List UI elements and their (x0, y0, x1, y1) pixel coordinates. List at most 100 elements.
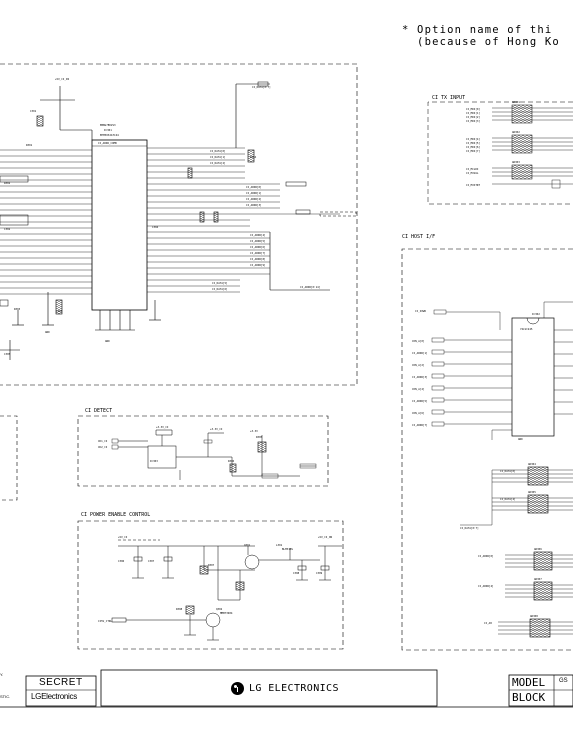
svg-text:CI_DATA[5]: CI_DATA[5] (212, 281, 228, 285)
svg-text:C302: C302 (4, 227, 11, 231)
title-left-fragment-2: STIC. (0, 694, 11, 699)
svg-text:CI_DATA[0:7]: CI_DATA[0:7] (252, 85, 271, 89)
svg-text:CI_ADDR[1]: CI_ADDR[1] (412, 351, 428, 355)
svg-text:CI_MDI[4]: CI_MDI[4] (466, 137, 480, 141)
svg-text:CI_ADDR[3]: CI_ADDR[3] (412, 375, 428, 379)
svg-text:R301: R301 (26, 143, 33, 147)
svg-text:AR306: AR306 (534, 547, 542, 551)
svg-text:EBBG7ED2S3: EBBG7ED2S3 (100, 123, 116, 127)
svg-text:R308: R308 (176, 607, 183, 611)
svg-text:C309: C309 (316, 571, 323, 575)
svg-text:+5V_CI_ON: +5V_CI_ON (318, 535, 332, 539)
svg-text:Q302: Q302 (216, 607, 223, 611)
lg-electronics-small: LGElectronics (31, 692, 77, 701)
svg-text:R304: R304 (250, 155, 257, 159)
title-left-fragment-1: Y. (0, 672, 4, 677)
ci-power-enable-block (77, 520, 344, 650)
model-value: GS (559, 678, 568, 684)
svg-text:GND: GND (105, 339, 110, 343)
svg-text:CI_ADDR[9]: CI_ADDR[9] (250, 263, 266, 267)
svg-text:GND: GND (45, 330, 50, 334)
svg-text:AR302: AR302 (512, 130, 520, 134)
svg-text:+3.3V: +3.3V (250, 429, 258, 433)
svg-text:C304: C304 (152, 225, 159, 229)
svg-text:+5V_CI_IN: +5V_CI_IN (55, 77, 69, 81)
ci-detect-label: CI DETECT (85, 408, 112, 414)
svg-text:+3.3V_CI: +3.3V_CI (156, 425, 169, 429)
svg-text:L301: L301 (276, 543, 283, 547)
svg-text:CI_DATA[0:7]: CI_DATA[0:7] (460, 526, 479, 530)
svg-text:CI_ADDR[7]: CI_ADDR[7] (412, 423, 428, 427)
svg-text:AR307: AR307 (534, 577, 542, 581)
svg-text:CI_DATA[4]: CI_DATA[4] (500, 497, 516, 501)
svg-text:AR304: AR304 (528, 462, 536, 466)
svg-text:CI_MIVAL: CI_MIVAL (466, 171, 479, 175)
svg-text:CI_MDI[7]: CI_MDI[7] (466, 149, 480, 153)
svg-text:CI_DATA[1]: CI_DATA[1] (210, 155, 226, 159)
svg-text:CI_ADDR[0]: CI_ADDR[0] (246, 185, 262, 189)
svg-text:AR303: AR303 (512, 160, 520, 164)
svg-text:CI_DATA[0]: CI_DATA[0] (210, 149, 226, 153)
svg-text:CI_DATA[6]: CI_DATA[6] (212, 287, 228, 291)
svg-text:CI_ADDR_COMB: CI_ADDR_COMB (98, 141, 117, 145)
ci-tx-input-labels: CI_MDI[0]CI_MDI[1] CI_MDI[2]CI_MDI[3] CI… (466, 100, 520, 187)
left-partial-block (0, 415, 18, 501)
svg-text:C301: C301 (30, 109, 37, 113)
svg-text:74LVC245: 74LVC245 (520, 327, 533, 331)
svg-text:CI_ADDR[5]: CI_ADDR[5] (412, 399, 428, 403)
lg-logo-icon (231, 682, 244, 695)
main-ci-block (0, 63, 358, 386)
svg-text:CI_ADDR[0:14]: CI_ADDR[0:14] (300, 285, 320, 289)
ci-host-if-label: CI HOST I/F (402, 234, 435, 240)
svg-text:CI_ADDR[5]: CI_ADDR[5] (250, 239, 266, 243)
svg-text:BLM31PG: BLM31PG (282, 547, 293, 551)
svg-text:CI_ADDR[3]: CI_ADDR[3] (246, 203, 262, 207)
svg-text:CI_ADDR[2]: CI_ADDR[2] (246, 197, 262, 201)
svg-text:CI_ADDR[0]: CI_ADDR[0] (478, 554, 494, 558)
svg-text:CI_ADDR[7]: CI_ADDR[7] (250, 251, 266, 255)
svg-text:C305: C305 (4, 352, 11, 356)
svg-text:CON_A[0]: CON_A[0] (412, 339, 425, 343)
svg-text:C306: C306 (118, 559, 125, 563)
svg-text:CON_A[6]: CON_A[6] (412, 411, 425, 415)
block-label: BLOCK (512, 691, 546, 704)
svg-text:CI_ADDR[6]: CI_ADDR[6] (250, 245, 266, 249)
ci-detect-block (77, 415, 329, 487)
svg-text:EPM3032ATC44: EPM3032ATC44 (100, 133, 119, 137)
svg-text:MMBT3904: MMBT3904 (220, 611, 233, 615)
svg-text:C308: C308 (293, 571, 300, 575)
ci-power-enable-label: CI POWER ENABLE CONTROL (81, 512, 150, 518)
svg-text:IC301: IC301 (104, 128, 112, 132)
svg-text:R307: R307 (208, 563, 215, 567)
svg-text:C303: C303 (56, 309, 63, 313)
svg-text:CI_MDI[1]: CI_MDI[1] (466, 111, 480, 115)
svg-text:CI_DATA[2]: CI_DATA[2] (210, 161, 226, 165)
svg-text:CI_ADDR[4]: CI_ADDR[4] (478, 584, 494, 588)
lg-electronics-brand: LG ELECTRONICS (249, 683, 339, 694)
model-label: MODEL (512, 676, 546, 689)
svg-text:IC302: IC302 (532, 312, 540, 316)
svg-text:AR301: AR301 (512, 100, 520, 104)
svg-text:CD1_CI: CD1_CI (98, 439, 108, 443)
svg-text:R305: R305 (256, 435, 263, 439)
option-note-line-2: (because of Hong Ko (402, 36, 560, 48)
svg-text:CI_MDI[6]: CI_MDI[6] (466, 145, 480, 149)
svg-text:+3.3V_CI: +3.3V_CI (210, 427, 223, 431)
main-block-labels: +5V_CI_IN EBBG7ED2S3 IC301 EPM3032ATC44 … (4, 77, 320, 356)
svg-text:CI_ADDR[4]: CI_ADDR[4] (250, 233, 266, 237)
svg-text:CI_MDI[3]: CI_MDI[3] (466, 119, 480, 123)
svg-text:CI_ADDR[8]: CI_ADDR[8] (250, 257, 266, 261)
ci-tx-input-label: CI TX INPUT (432, 95, 465, 101)
ci-host-if-block (401, 248, 573, 651)
svg-text:CI_ADDR[1]: CI_ADDR[1] (246, 191, 262, 195)
svg-text:GND: GND (518, 437, 523, 441)
ci-tx-input-block (427, 101, 573, 205)
svg-text:CI_DATA[0]: CI_DATA[0] (500, 469, 516, 473)
svg-text:CI_MDI[2]: CI_MDI[2] (466, 115, 480, 119)
svg-text:AR305: AR305 (528, 490, 536, 494)
svg-text:R306: R306 (228, 459, 235, 463)
